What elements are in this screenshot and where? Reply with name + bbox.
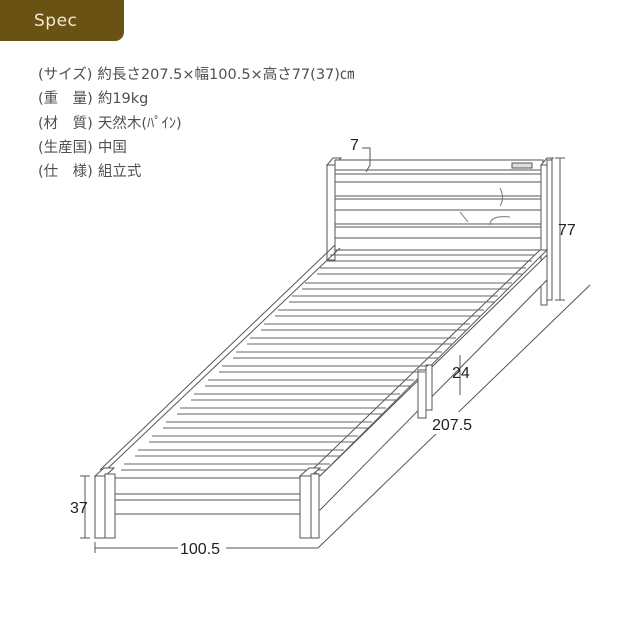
dim-headboard-height: 77 [558, 222, 576, 239]
spec-row-assembly: (仕 様)組立式 [38, 160, 354, 184]
spec-row-size: (サイズ)約長さ207.5×幅100.5×高さ77(37)㎝ [38, 63, 354, 87]
spec-label: (材 質) [38, 115, 93, 132]
dim-width: 100.5 [180, 541, 220, 558]
slats [121, 254, 535, 471]
spec-value: 約長さ207.5×幅100.5×高さ77(37)㎝ [97, 67, 355, 83]
dim-shelf-depth: 7 [350, 137, 359, 154]
spec-row-origin: (生産国)中国 [38, 136, 354, 160]
dim-length: 207.5 [432, 417, 472, 434]
spec-value: 組立式 [97, 164, 142, 181]
footboard [93, 467, 322, 539]
spec-value: 天然木(ﾊﾟｲﾝ) [97, 115, 182, 132]
spec-label: (仕 様) [38, 164, 93, 181]
dim-clearance: 24 [452, 365, 470, 382]
spec-value: 約19kg [97, 91, 149, 108]
spec-row-weight: (重 量)約19kg [38, 87, 354, 111]
spec-row-material: (材 質)天然木(ﾊﾟｲﾝ) [38, 112, 354, 136]
dim-footboard-height: 37 [70, 500, 88, 517]
spec-label: (重 量) [38, 91, 93, 108]
spec-value: 中国 [97, 139, 127, 156]
spec-list: (サイズ)約長さ207.5×幅100.5×高さ77(37)㎝ (重 量)約19k… [38, 63, 354, 184]
spec-label: (サイズ) [38, 67, 93, 83]
spec-label: (生産国) [38, 139, 93, 156]
side-rail [311, 249, 549, 511]
headboard [325, 157, 555, 306]
spec-header-tab: Spec [0, 0, 124, 41]
spec-header-title: Spec [34, 10, 78, 31]
